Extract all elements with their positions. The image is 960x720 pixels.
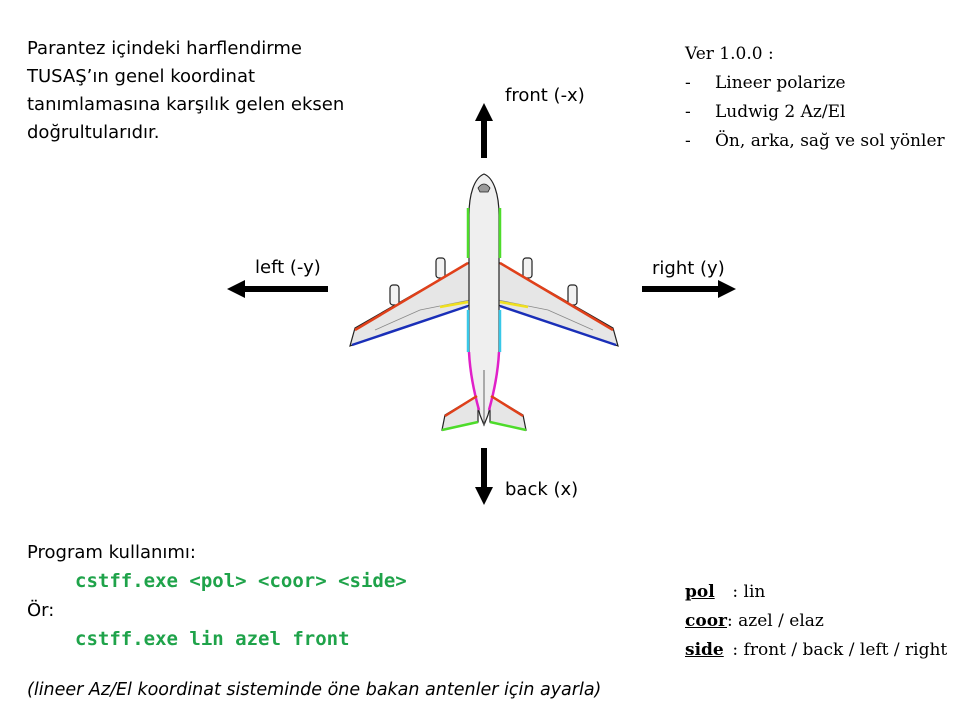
usage-example: cstff.exe lin azel front	[75, 628, 350, 650]
usage-syntax: cstff.exe <pol> <coor> <side>	[75, 570, 407, 592]
param-value: : azel / elaz	[727, 611, 824, 631]
front-direction-label: front (-x)	[505, 85, 585, 106]
param-value: : lin	[727, 582, 766, 602]
param-value: : front / back / left / right	[727, 640, 948, 660]
intro-line-4: doğrultularıdır.	[27, 122, 160, 143]
arrow-up-icon	[475, 103, 493, 158]
version-item: -Lineer polarize	[685, 73, 846, 93]
example-label: Ör:	[27, 600, 55, 621]
version-item: -Ön, arka, sağ ve sol yönler	[685, 131, 945, 151]
version-item: -Ludwig 2 Az/El	[685, 102, 846, 122]
usage-heading: Program kullanımı:	[27, 542, 196, 563]
parameter-legend: pol : lin coor: azel / elaz side : front…	[685, 578, 947, 665]
version-item-text: Lineer polarize	[715, 73, 846, 93]
version-notes: Ver 1.0.0 : -Lineer polarize -Ludwig 2 A…	[685, 40, 955, 156]
param-key: coor	[685, 611, 727, 631]
left-direction-label: left (-y)	[255, 257, 321, 278]
intro-text: Parantez içindeki harflendirme TUSAŞ’ın …	[27, 35, 387, 147]
version-item-text: Ön, arka, sağ ve sol yönler	[715, 131, 945, 151]
version-item-text: Ludwig 2 Az/El	[715, 102, 846, 122]
back-direction-label: back (x)	[505, 479, 579, 500]
arrow-right-icon	[642, 280, 736, 298]
arrow-down-icon	[475, 448, 493, 505]
version-title: Ver 1.0.0 :	[685, 44, 774, 64]
antenna-edge-highlights	[351, 208, 617, 432]
right-direction-label: right (y)	[652, 258, 725, 279]
param-row: side : front / back / left / right	[685, 636, 947, 665]
param-row: pol : lin	[685, 578, 947, 607]
param-key: side	[685, 640, 724, 660]
program-usage: Program kullanımı: cstff.exe <pol> <coor…	[27, 538, 407, 654]
arrow-left-icon	[227, 280, 328, 298]
intro-line-2: TUSAŞ’ın genel koordinat	[27, 66, 256, 87]
param-key: pol	[685, 582, 715, 602]
intro-line-3: tanımlamasına karşılık gelen eksen	[27, 94, 345, 115]
airplane-icon	[349, 173, 619, 431]
param-row: coor: azel / elaz	[685, 607, 947, 636]
intro-line-1: Parantez içindeki harflendirme	[27, 38, 302, 59]
footnote: (lineer Az/El koordinat sisteminde öne b…	[27, 680, 602, 700]
